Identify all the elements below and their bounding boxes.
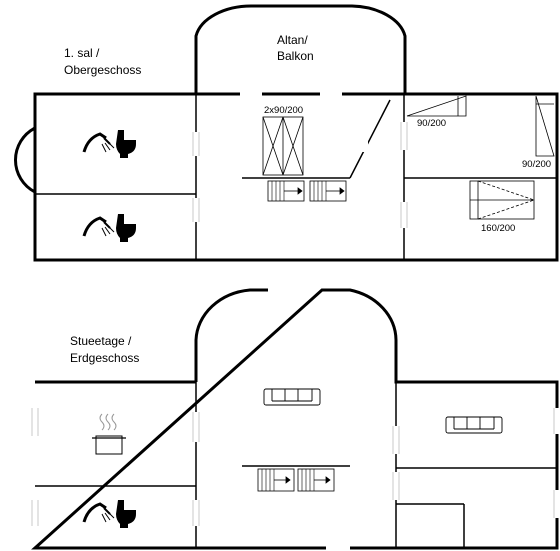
- bed-size-label: 90/200: [522, 159, 552, 170]
- sofa-icon: [263, 388, 321, 406]
- stairs-icon: [267, 180, 347, 202]
- bed-size-label: 90/200: [417, 118, 447, 129]
- shower-icon: [82, 132, 115, 153]
- toilet-icon: [116, 214, 136, 242]
- stairs-icon: [257, 468, 335, 492]
- shower-icon: [82, 216, 115, 237]
- ground-floor-title-line1: Stueetage /: [70, 334, 132, 348]
- bed-icon: [406, 95, 467, 117]
- bed-icon: [469, 180, 535, 220]
- upper-floor-inner-walls: [35, 94, 557, 260]
- upper-floor-door-gaps: [190, 88, 410, 228]
- cooking-pot-icon: [92, 413, 126, 455]
- toilet-icon: [116, 130, 136, 158]
- upper-floor-walls: [13, 4, 559, 262]
- bed-icon: [535, 95, 555, 157]
- toilet-icon: [116, 500, 136, 528]
- ground-floor-door-gaps: [29, 408, 560, 551]
- bed-size-label: 160/200: [481, 223, 516, 234]
- balcony-label-line1: Altan/: [277, 33, 308, 47]
- ground-floor-walls: [31, 288, 559, 550]
- upper-floor-title-line1: 1. sal /: [64, 46, 100, 60]
- bed-icon: [262, 116, 304, 176]
- bed-size-label: 2x90/200: [264, 105, 304, 116]
- ground-floor-inner-walls: [35, 382, 557, 548]
- ground-floor-title-line2: Erdgeschoss: [70, 351, 140, 365]
- shower-icon: [82, 502, 115, 523]
- upper-floor-title-line2: Obergeschoss: [64, 63, 142, 77]
- balcony-label-line2: Balkon: [277, 49, 314, 63]
- sofa-icon: [445, 416, 503, 434]
